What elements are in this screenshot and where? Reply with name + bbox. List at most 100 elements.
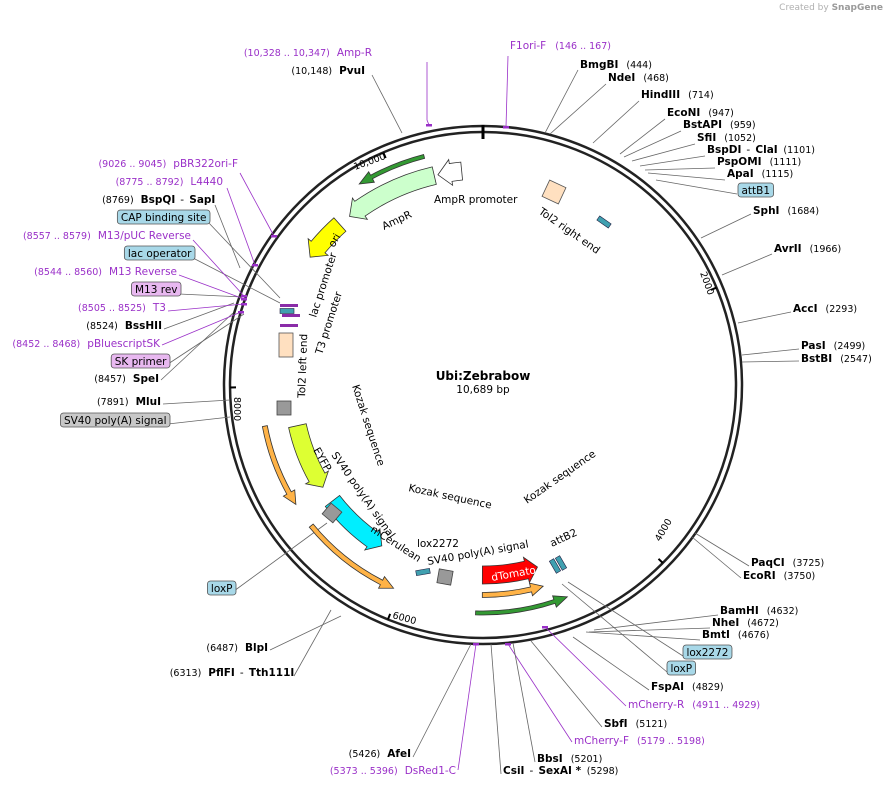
label-spei[interactable]: SpeI(8457) <box>94 373 159 385</box>
leader-acci <box>737 311 792 324</box>
leader-dsred1-c <box>457 643 477 771</box>
tick-label-2000: 2000 <box>697 270 716 296</box>
primer-mark-f1ori-f <box>503 126 509 129</box>
site-pos-afei: (5426) <box>349 749 381 760</box>
site-name-bmgbi: BmgBI <box>580 59 618 71</box>
label-m13reverse[interactable]: M13 Reverse(8544 .. 8560) <box>34 266 177 278</box>
leader-sv40-tag <box>167 416 231 425</box>
label-afei[interactable]: AfeI(5426) <box>349 748 411 760</box>
leader-spei <box>160 312 234 381</box>
label-l4440[interactable]: L4440(8775 .. 8792) <box>116 176 223 188</box>
label-acci[interactable]: AccI(2293) <box>793 303 857 315</box>
label-bstapi[interactable]: BstAPI(959) <box>683 119 756 131</box>
label-t3[interactable]: T3(8505 .. 8525) <box>78 302 166 314</box>
feature-label-tol2-left: Tol2 left end <box>296 334 310 400</box>
label-pvui[interactable]: PvuI(10,148) <box>291 65 365 77</box>
leader-m13puc <box>192 239 245 297</box>
primer-mark-l4440 <box>252 264 258 267</box>
primer-name-pbluescriptsk: pBluescriptSK <box>87 338 161 350</box>
primer-mark-dsred1-c <box>473 643 479 646</box>
primer-range-mcherry-f: (5179 .. 5198) <box>637 736 705 747</box>
site-name-avrii: AvrII <box>774 243 802 255</box>
leader-ecori <box>691 536 742 579</box>
label-lox2272-tag[interactable]: lox2272 <box>682 644 733 660</box>
site-pos-bspdi-clai: (1101) <box>783 145 815 156</box>
site-name-fspai: FspAI <box>651 681 684 693</box>
label-apai[interactable]: ApaI(1115) <box>727 168 793 180</box>
label-ndei[interactable]: NdeI(468) <box>608 72 669 84</box>
label-cap-site[interactable]: CAP binding site <box>116 209 211 225</box>
label-f1ori-f[interactable]: F1ori-F(146 .. 167) <box>510 40 611 52</box>
site-pos-avrii: (1966) <box>810 244 842 255</box>
site-name-csii-sexai: CsiI <box>503 765 524 777</box>
label-avrii[interactable]: AvrII (1966) <box>774 243 841 255</box>
label-pspomi[interactable]: PspOMI(1111) <box>717 156 801 168</box>
label-m13puc[interactable]: M13/pUC Reverse(8557 .. 8579) <box>23 230 191 242</box>
label-paqci[interactable]: PaqCI(3725) <box>751 557 824 569</box>
label-loxp-tag-left[interactable]: loxP <box>207 580 237 596</box>
label-bamhi[interactable]: BamHI(4632) <box>720 605 798 617</box>
primer-name-dsred1-c: DsRed1-C <box>405 765 456 777</box>
site-name-ndei: NdeI <box>608 72 635 84</box>
tick-2000 <box>710 286 717 291</box>
label-econi[interactable]: EcoNI(947) <box>667 107 734 119</box>
leader-afei <box>412 643 472 758</box>
label-ampr-primer[interactable]: Amp-R(10,328 .. 10,347) <box>244 47 372 59</box>
label-sv40-tag[interactable]: SV40 poly(A) signal <box>60 412 171 428</box>
label-pbluescriptsk[interactable]: pBluescriptSK(8452 .. 8468) <box>12 338 161 350</box>
tag-text-loxp-tag-left: loxP <box>211 583 233 595</box>
label-pasi[interactable]: PasI(2499) <box>801 340 865 352</box>
orange-arrow-1 <box>261 425 297 506</box>
label-attb1[interactable]: attB1 <box>737 182 774 198</box>
primer-mark-t3 <box>241 303 247 306</box>
site-name-pfifi-tth111i: PflFI <box>208 667 235 679</box>
label-lac-operator[interactable]: lac operator <box>123 245 196 261</box>
label-bmgbi[interactable]: BmgBI(444) <box>580 59 652 71</box>
label-ecori[interactable]: EcoRI(3750) <box>743 570 815 582</box>
site-name-pspomi: PspOMI <box>717 156 762 168</box>
site-pos-csii-sexai: (5298) <box>587 766 619 777</box>
label-blpi[interactable]: BlpI(6487) <box>206 642 268 654</box>
ampr-promoter-arrow <box>437 158 464 187</box>
label-bspqi-sapi[interactable]: BspQI-SapI(8769) <box>102 194 215 206</box>
label-hindiii[interactable]: HindIII(714) <box>641 89 714 101</box>
feature-label-kozak-1: Kozak sequence <box>349 383 387 467</box>
label-sphi[interactable]: SphI(1684) <box>753 205 819 217</box>
leader-bbsi <box>512 642 536 763</box>
label-bmti[interactable]: BmtI(4676) <box>702 629 769 641</box>
leader-pvui <box>371 74 403 134</box>
leader-csii-sexai <box>490 643 502 775</box>
kozak-box-3 <box>436 568 454 586</box>
label-mcherry-f[interactable]: mCherry-F (5179 .. 5198) <box>574 735 705 747</box>
tag-text-lac-operator: lac operator <box>128 248 192 260</box>
primer-mark-ampr-primer <box>426 124 432 127</box>
ampr-thin-arrow <box>358 154 426 185</box>
site-pos-mlui: (7891) <box>97 397 129 408</box>
label-sfii[interactable]: SfiI(1052) <box>697 132 756 144</box>
label-sk-primer[interactable]: SK primer <box>110 353 171 369</box>
label-pbr322ori-f[interactable]: pBR322ori-F(9026 .. 9045) <box>98 158 238 170</box>
leader-lac-operator <box>192 257 281 304</box>
primer-name-mcherry-f: mCherry-F <box>574 735 629 747</box>
label-bstbi[interactable]: BstBI(2547) <box>801 353 872 365</box>
primer-name-m13puc: M13/pUC Reverse <box>98 230 191 242</box>
label-mlui[interactable]: MluI(7891) <box>97 396 161 408</box>
label-pfifi-tth111i[interactable]: PflFI-Tth111I(6313) <box>170 667 295 679</box>
tag-box-attb1 <box>737 182 774 198</box>
leader-nhei <box>588 627 711 633</box>
label-dsred1-c[interactable]: DsRed1-C(5373 .. 5396) <box>330 765 456 777</box>
label-sbfi[interactable]: SbfI(5121) <box>604 718 667 730</box>
label-fspai[interactable]: FspAI(4829) <box>651 681 724 693</box>
label-nhei[interactable]: NheI(4672) <box>712 617 779 629</box>
site-dash: - <box>746 144 750 156</box>
label-loxp-tag-right[interactable]: loxP <box>666 660 696 676</box>
label-bsshii[interactable]: BssHII(8524) <box>86 320 162 332</box>
leader-bspdi-clai <box>639 155 706 167</box>
label-bspdi-clai[interactable]: BspDI-ClaI(1101) <box>707 144 815 156</box>
site-name-pvui: PvuI <box>339 65 365 77</box>
label-csii-sexai[interactable]: CsiI-SexAI *(5298) <box>503 765 618 777</box>
label-mcherry-r[interactable]: mCherry-R(4911 .. 4929) <box>628 699 760 711</box>
label-bbsi[interactable]: BbsI(5201) <box>537 753 602 765</box>
label-m13rev[interactable]: M13 rev <box>131 281 182 297</box>
leader-lines <box>160 55 800 775</box>
